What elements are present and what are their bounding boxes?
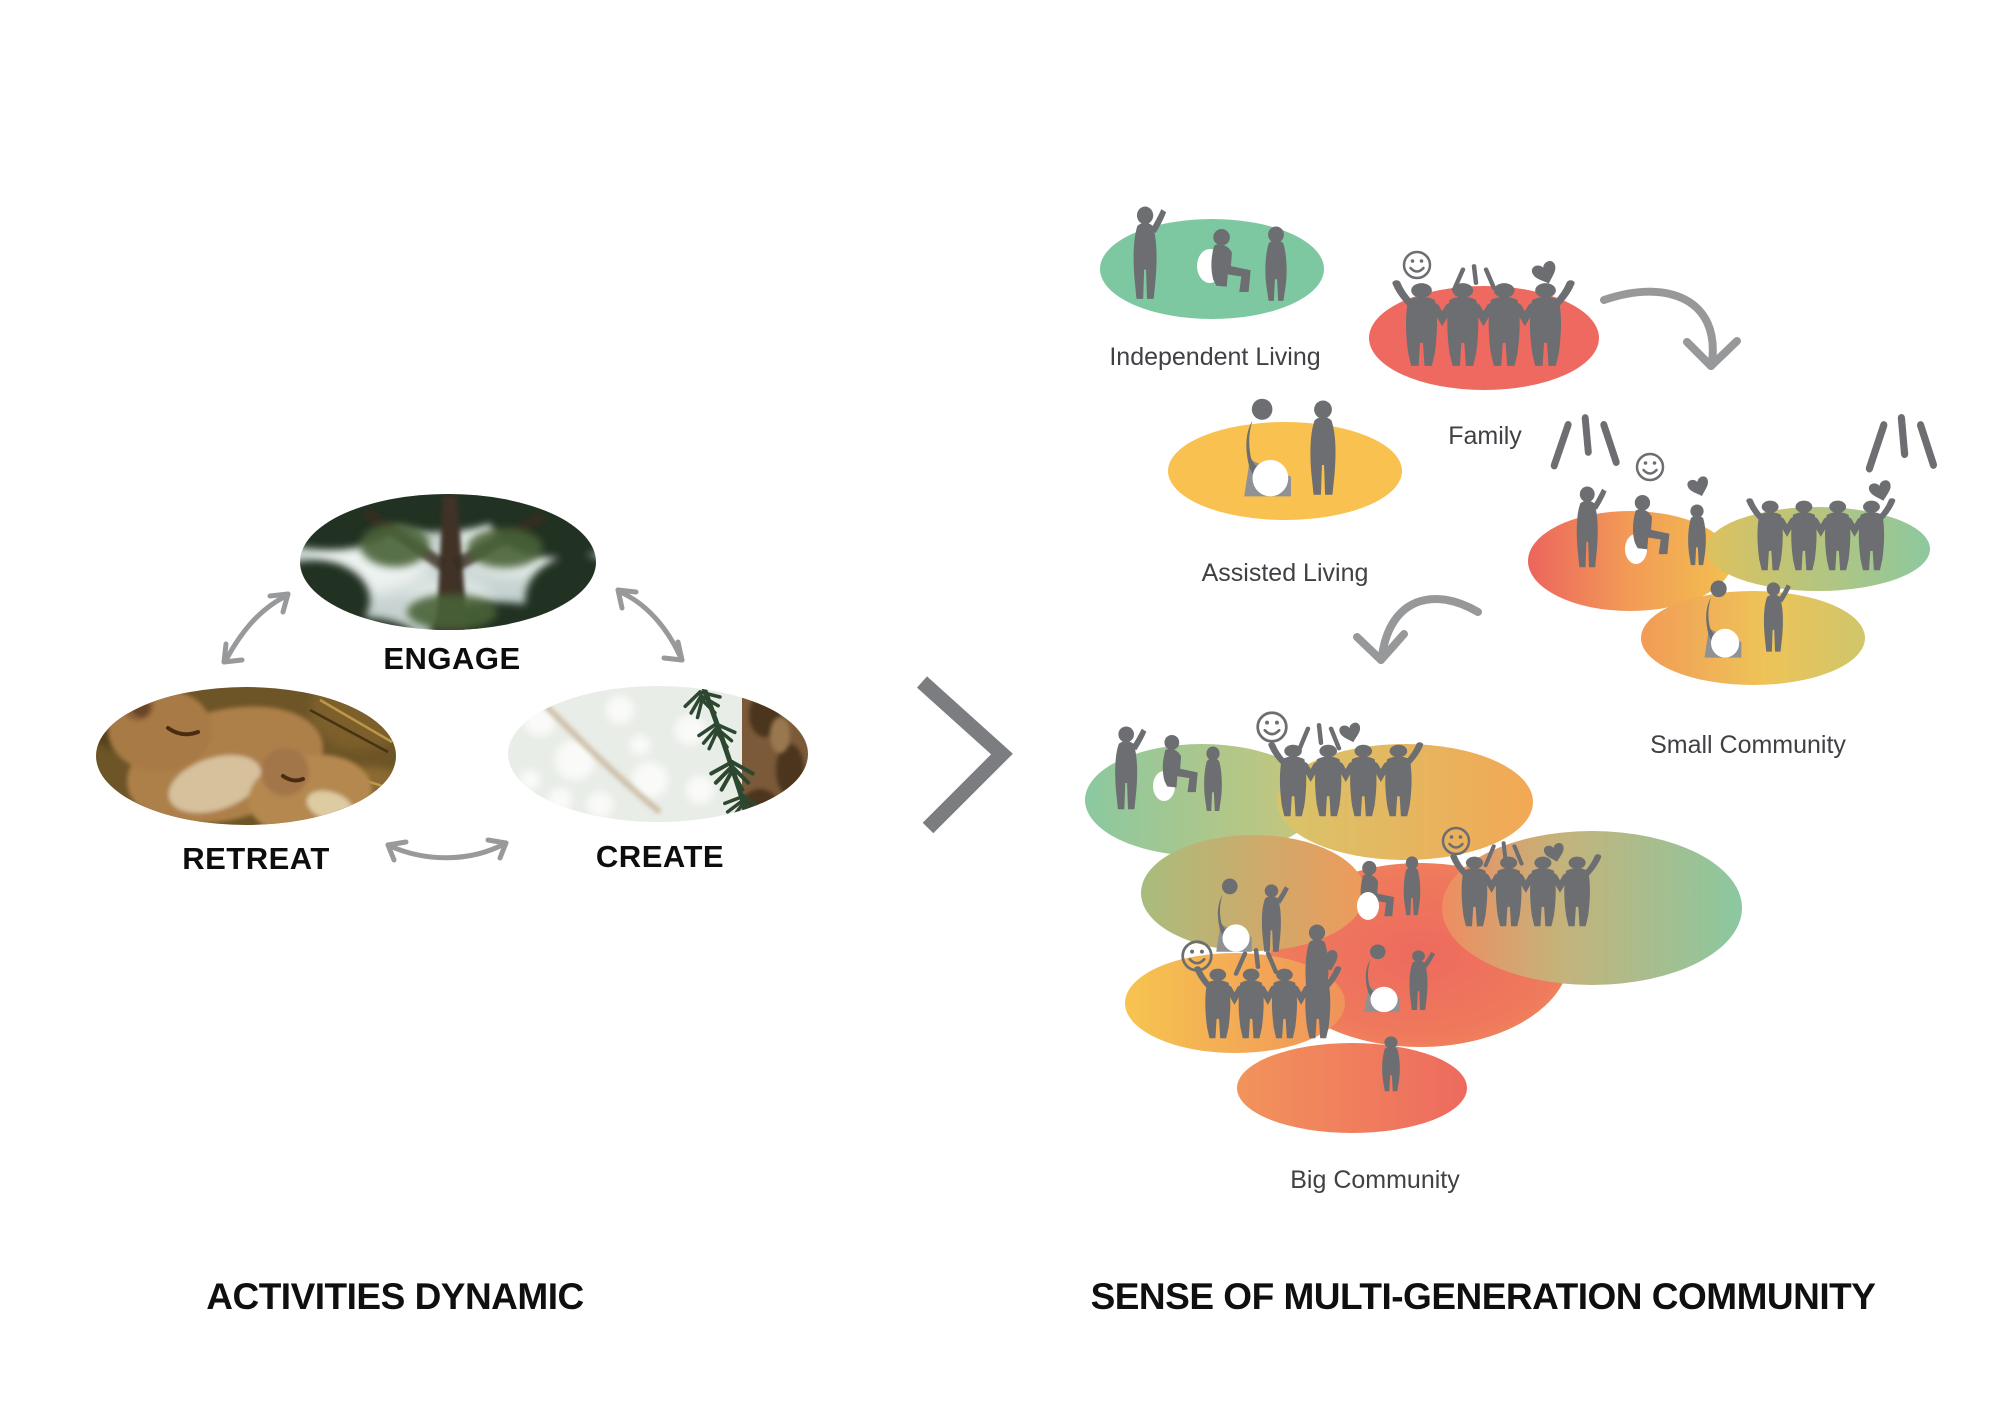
exclamation-ticks-icon: [1554, 418, 1616, 466]
assisted-living-label: Assisted Living: [1202, 559, 1369, 587]
small-community-label: Small Community: [1650, 731, 1846, 759]
retreat-label: RETREAT: [182, 841, 330, 876]
big-community-label: Big Community: [1290, 1166, 1460, 1194]
arrow-engage-create: [615, 587, 685, 663]
arrow-retreat-create: [385, 837, 509, 863]
smiley-icon: [1402, 250, 1432, 280]
family-ellipse: [1369, 286, 1599, 390]
assisted-living-group: Assisted Living: [1168, 398, 1402, 587]
small-community-group: Small Community: [1528, 418, 1933, 759]
arrow-family-to-small-community: [1600, 287, 1741, 370]
cycle-arrows: [221, 587, 685, 863]
white-table-icon: [1357, 892, 1379, 920]
smiley-icon: [1635, 452, 1665, 482]
engage-photo: [300, 494, 596, 630]
engage-label: ENGAGE: [383, 641, 520, 676]
big-community-group: Big Community: [1085, 711, 1742, 1194]
create-label: CREATE: [596, 839, 724, 874]
big-community-ellipse-bottom: [1237, 1043, 1467, 1133]
arrow-engage-retreat: [221, 591, 291, 665]
right-panel-title: SENSE OF MULTI-GENERATION COMMUNITY: [1091, 1276, 1877, 1317]
chevron-right-icon: [916, 676, 1013, 834]
left-panel-title: ACTIVITIES DYNAMIC: [206, 1276, 583, 1317]
heart-icon: [1338, 721, 1364, 745]
family-group: Family: [1369, 250, 1599, 450]
big-community-ellipse-top-left: [1085, 744, 1319, 856]
independent-living-group: Independent Living: [1100, 206, 1324, 371]
create-photo: [508, 686, 808, 822]
exclamation-ticks-icon: [1869, 418, 1933, 468]
retreat-photo: [96, 687, 396, 825]
independent-living-label: Independent Living: [1109, 343, 1320, 371]
arrow-small-to-big-community: [1353, 595, 1482, 664]
small-community-ellipse-bottom: [1641, 591, 1865, 685]
activities-cycle: ENGAGE RETREAT CREATE: [96, 494, 808, 876]
community-diagram: Independent Living Family Assisted Livin…: [1085, 206, 1933, 1194]
family-label: Family: [1448, 422, 1522, 450]
big-community-ellipse-right: [1442, 831, 1742, 985]
smiley-icon: [1256, 711, 1288, 743]
heart-icon: [1686, 475, 1712, 500]
big-community-ellipse-mid-left: [1141, 835, 1365, 951]
